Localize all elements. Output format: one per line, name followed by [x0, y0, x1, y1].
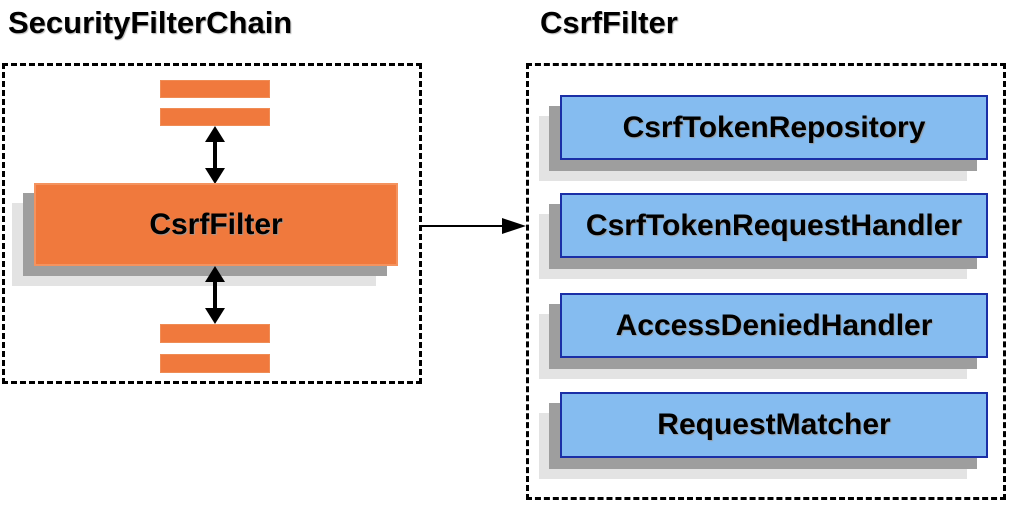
csrf-filter-title: CsrfFilter	[540, 5, 678, 40]
csrf-filter-container	[526, 63, 1006, 500]
right-arrow-icon	[422, 218, 526, 234]
filter-chain-placeholder-bar	[160, 108, 270, 126]
security-filter-chain-title: SecurityFilterChain	[8, 5, 293, 40]
csrf-token-request-handler-label: CsrfTokenRequestHandler	[585, 208, 963, 242]
access-denied-handler-box: AccessDeniedHandler	[560, 293, 988, 358]
csrf-token-repository-box: CsrfTokenRepository	[560, 95, 988, 160]
bidirectional-arrow-icon	[205, 266, 225, 324]
access-denied-handler-label: AccessDeniedHandler	[615, 308, 933, 342]
csrf-filter-box: CsrfFilter	[34, 183, 398, 266]
filter-chain-placeholder-bar	[160, 80, 270, 98]
bidirectional-arrow-icon	[205, 126, 225, 184]
csrf-token-request-handler-box: CsrfTokenRequestHandler	[560, 193, 988, 258]
csrf-filter-box-label: CsrfFilter	[149, 207, 283, 241]
csrf-token-repository-label: CsrfTokenRepository	[622, 110, 926, 144]
filter-chain-placeholder-bar	[160, 354, 270, 373]
security-filter-chain-container	[2, 63, 422, 384]
request-matcher-box: RequestMatcher	[560, 392, 988, 458]
filter-chain-placeholder-bar	[160, 324, 270, 343]
request-matcher-label: RequestMatcher	[657, 408, 891, 441]
